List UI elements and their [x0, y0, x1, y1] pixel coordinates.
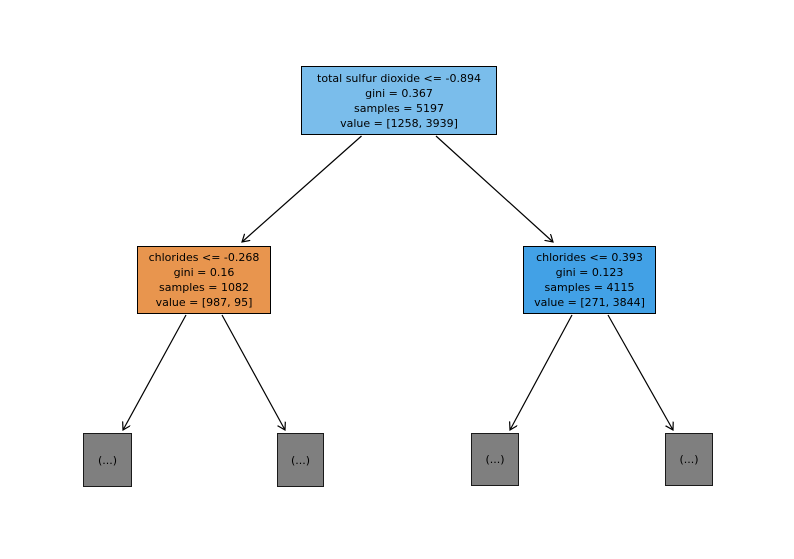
internal-node-right: chlorides <= 0.393 gini = 0.123 samples …	[523, 246, 656, 314]
edge-left-to-leaf1	[123, 314, 187, 430]
split-condition: chlorides <= -0.268	[148, 251, 260, 264]
leaf-label: (...)	[679, 453, 699, 466]
collapsed-leaf-node: (...)	[665, 433, 713, 486]
class-values: value = [987, 95]	[155, 296, 253, 309]
leaf-label: (...)	[290, 453, 311, 467]
gini-value: gini = 0.367	[365, 86, 433, 100]
split-condition: chlorides <= 0.393	[536, 251, 643, 264]
class-values: value = [1258, 3939]	[340, 116, 458, 130]
collapsed-leaf-node: (...)	[471, 433, 519, 486]
samples-count: samples = 1082	[159, 281, 249, 294]
edge-root-to-right	[435, 135, 553, 242]
leaf-label: (...)	[97, 453, 118, 467]
root-node: total sulfur dioxide <= -0.894 gini = 0.…	[301, 66, 497, 135]
leaf-label: (...)	[485, 453, 505, 466]
gini-value: gini = 0.123	[555, 266, 624, 279]
edge-right-to-leaf4	[607, 314, 673, 430]
gini-value: gini = 0.16	[173, 266, 235, 279]
edge-right-to-leaf3	[510, 314, 573, 430]
samples-count: samples = 4115	[544, 281, 635, 294]
internal-node-left: chlorides <= -0.268 gini = 0.16 samples …	[137, 246, 271, 314]
collapsed-leaf-node: (...)	[83, 433, 132, 487]
samples-count: samples = 5197	[354, 101, 444, 115]
edge-left-to-leaf2	[221, 314, 285, 430]
edge-root-to-left	[242, 135, 362, 242]
collapsed-leaf-node: (...)	[277, 433, 324, 487]
split-condition: total sulfur dioxide <= -0.894	[317, 71, 481, 85]
class-values: value = [271, 3844]	[534, 296, 645, 309]
